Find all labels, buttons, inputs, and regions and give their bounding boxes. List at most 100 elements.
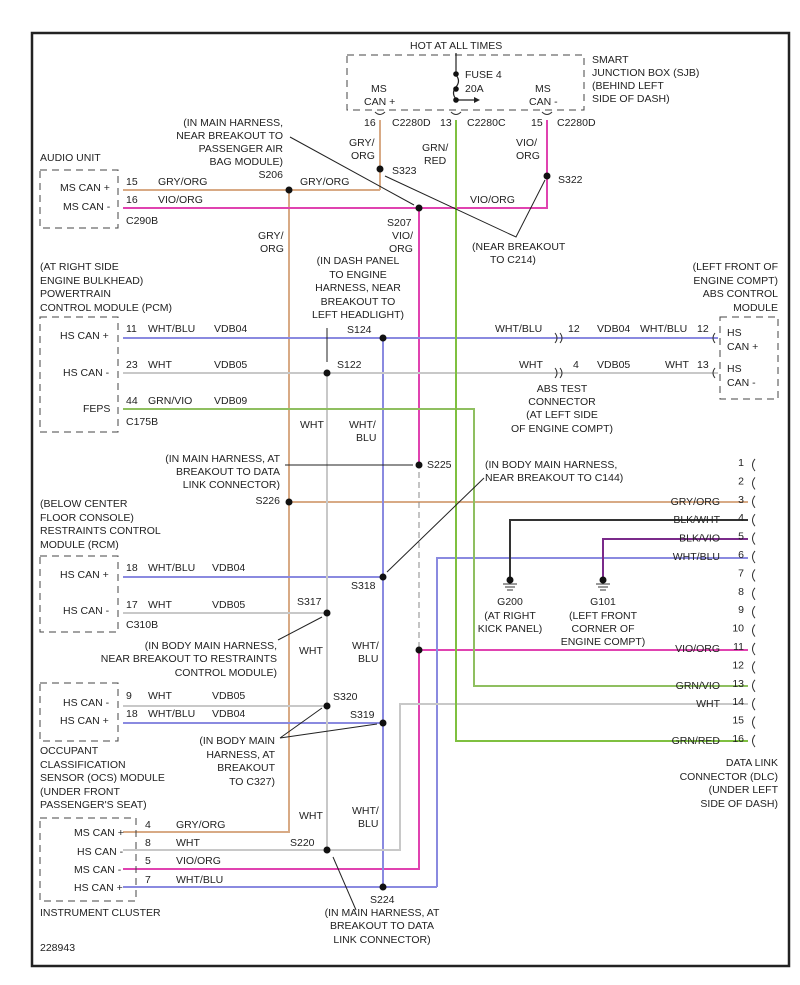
- wire-label: ORG: [260, 243, 284, 255]
- splice-s225: [415, 461, 423, 469]
- wire-label: GRY/: [349, 137, 375, 149]
- wire-label: WHT: [299, 810, 323, 822]
- dlc-wire-label: GRN/VIO: [676, 680, 720, 692]
- abs-test-connector-label: OF ENGINE COMPT): [511, 423, 613, 435]
- pin-label: HS CAN +: [60, 715, 109, 727]
- dlc-pin-number: 9: [738, 604, 744, 616]
- pin-label: CAN -: [727, 377, 756, 389]
- dlc-pin-number: 10: [732, 623, 744, 635]
- dlc-wire-label: VIO/ORG: [675, 643, 720, 655]
- wire-label: WHT/: [349, 419, 376, 431]
- pin-label: HS: [727, 327, 742, 339]
- note-text: BREAKOUT: [217, 762, 275, 774]
- abs-test-connector-label: CONNECTOR: [528, 396, 596, 408]
- splice-label: S319: [350, 709, 375, 721]
- rcm-name: FLOOR CONSOLE): [40, 512, 134, 524]
- rcm-box: [39, 555, 119, 633]
- wire-gry-org: [123, 120, 748, 833]
- wire-label: BLU: [356, 432, 376, 444]
- note-text: LINK CONNECTOR): [333, 934, 430, 946]
- leader-line: [386, 477, 485, 573]
- splice-label: S206: [258, 169, 283, 181]
- dlc-name: SIDE OF DASH): [700, 798, 778, 810]
- splice-dlc11: [415, 646, 423, 654]
- sjb-name: JUNCTION BOX (SJB): [592, 67, 699, 79]
- power-label: HOT AT ALL TIMES: [410, 40, 502, 52]
- pin-number: 7: [145, 874, 151, 886]
- wire-label: VIO/: [516, 137, 537, 149]
- note-text: NEAR BREAKOUT TO: [176, 130, 283, 142]
- splice-label: S224: [370, 894, 395, 906]
- dlc-name: (UNDER LEFT: [709, 784, 779, 796]
- note-text: (IN MAIN HARNESS, AT: [165, 453, 280, 465]
- wire-label: GRY/ORG: [176, 819, 225, 831]
- dlc-pin-number: 13: [732, 678, 744, 690]
- dlc-pin-icon: [752, 532, 756, 545]
- dlc-pin-number: 2: [738, 475, 744, 487]
- ground-g101: [596, 576, 610, 591]
- wire-label: WHT/BLU: [176, 874, 223, 886]
- sjb-name: (BEHIND LEFT: [592, 80, 664, 92]
- pin-label: MS CAN +: [60, 182, 110, 194]
- pin-label: HS CAN +: [60, 330, 109, 342]
- splice-label: S122: [337, 359, 362, 371]
- pin-label: HS CAN +: [60, 569, 109, 581]
- dlc-pin-icon: [752, 513, 756, 527]
- pin-number: 16: [364, 117, 376, 129]
- abs-name: ABS CONTROL: [703, 288, 778, 300]
- wire-label: GRY/: [258, 230, 284, 242]
- pin-number: 18: [126, 708, 138, 720]
- note-text: BREAKOUT TO DATA: [176, 466, 280, 478]
- wire-label: WHT/BLU: [640, 323, 687, 335]
- circuit-id: VDB04: [597, 323, 630, 335]
- pin-number: 23: [126, 359, 138, 371]
- ground-label: G101: [590, 596, 616, 608]
- note-text: LEFT HEADLIGHT): [312, 309, 404, 321]
- pcm-name: ENGINE BULKHEAD): [40, 275, 143, 287]
- dlc-pin-icon: [752, 587, 756, 601]
- dlc-pin-icon: [752, 734, 756, 748]
- abs-name: MODULE: [733, 302, 778, 314]
- circuit-id: VDB05: [212, 690, 245, 702]
- splice-label: S226: [255, 495, 280, 507]
- note-text: (IN MAIN HARNESS, AT: [325, 907, 440, 919]
- dlc-pin-icon: [752, 716, 756, 729]
- pin-label: CAN +: [727, 341, 758, 353]
- wire-label: WHT: [299, 645, 323, 657]
- dlc-pin-number: 16: [732, 733, 744, 745]
- pin-label: HS CAN -: [63, 605, 110, 617]
- pin-number: 8: [145, 837, 151, 849]
- pin-label: HS: [727, 363, 742, 375]
- splice-label: S225: [427, 459, 452, 471]
- sjb-name: SIDE OF DASH): [592, 93, 670, 105]
- wire-label: WHT: [148, 599, 172, 611]
- dlc-wire-label: GRN/RED: [672, 735, 721, 747]
- sjb-pin-label: CAN +: [364, 96, 395, 108]
- dlc-pin-number: 4: [738, 512, 744, 524]
- ground-location: (LEFT FRONT: [569, 610, 638, 622]
- pin-number: 17: [126, 599, 138, 611]
- wire-label: WHT: [665, 359, 689, 371]
- sjb-pin-label: MS: [535, 83, 551, 95]
- wire-label: GRY/ORG: [300, 176, 349, 188]
- sjb-box: [346, 54, 585, 111]
- sjb-name: SMART: [592, 54, 629, 66]
- connector-id: C2280D: [392, 117, 431, 129]
- ocs-name: SENSOR (OCS) MODULE: [40, 772, 165, 784]
- pin-number: 13: [440, 117, 452, 129]
- pin-label: HS CAN +: [74, 882, 123, 894]
- ocs-name: PASSENGER'S SEAT): [40, 799, 147, 811]
- arrow-icon: [474, 97, 480, 103]
- ground-location: ENGINE COMPT): [561, 636, 646, 648]
- wire-label: GRN/: [422, 142, 448, 154]
- pin-number: 9: [126, 690, 132, 702]
- dlc-pin-icon: [752, 550, 756, 564]
- connector-id: C175B: [126, 416, 158, 428]
- note-text: (IN BODY MAIN HARNESS,: [145, 640, 277, 652]
- dlc-wire-label: WHT: [696, 698, 720, 710]
- pcm-box: [39, 316, 119, 433]
- splice-label: S207: [387, 217, 412, 229]
- dlc-pin-icon: [752, 624, 756, 637]
- note-text: LINK CONNECTOR): [183, 479, 280, 491]
